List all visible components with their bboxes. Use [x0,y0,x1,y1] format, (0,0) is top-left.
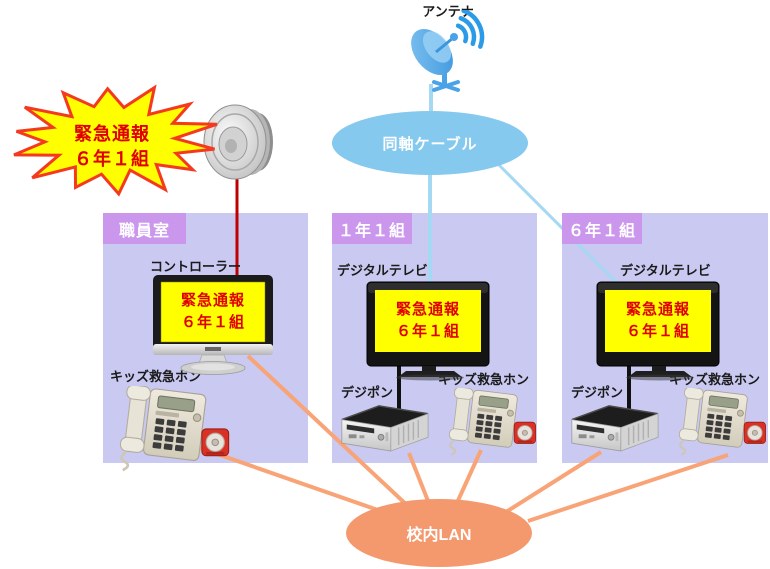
screen-alert-controller: 緊急通報 ６年１組 [161,282,265,342]
lan-wires [199,354,729,523]
school-lan-node: 校内LAN [346,499,532,567]
room-label-text: ６年１組 [567,222,636,240]
starburst-icon [13,84,218,197]
digital-tv-label-1: デジタルテレビ [337,263,428,278]
kids-phone-label-2: キッズ救急ホン [438,372,530,387]
coax-cable-node: 同軸ケーブル [332,111,528,175]
room-label-grade1: １年１組 [332,213,412,244]
coax-line-tv2 [495,161,628,294]
digipon-icon-2 [564,394,662,457]
starburst-text: 緊急通報 ６年１組 [28,122,196,172]
kids-phone-label-3: キッズ救急ホン [669,372,761,387]
starburst-line2: ６年１組 [74,149,150,170]
controller-label: コントローラー [150,259,242,274]
school-lan-label: 校内LAN [406,527,472,544]
alert-line1: 緊急通報 [180,291,245,309]
alert-line2: ６年１組 [625,323,690,340]
digital-tv-label-2: デジタルテレビ [620,263,711,278]
room-label-staff: 職員室 [103,213,186,244]
lan-line-phone3 [527,453,729,523]
lan-line-controller [246,354,412,510]
alert-line1: 緊急通報 [625,300,690,318]
kids-phone-label-1: キッズ救急ホン [110,369,202,384]
kids-phone-icon-1 [114,386,234,474]
antenna-label: アンテナ [422,4,474,19]
alert-line1: 緊急通報 [395,300,460,318]
kids-phone-icon-3 [674,388,770,458]
lan-line-digipon2 [504,450,603,514]
screen-alert-tv1: 緊急通報 ６年１組 [375,290,481,352]
room-label-text: 職員室 [118,222,170,240]
alert-line2: ６年１組 [395,323,460,340]
room-label-text: １年１組 [337,222,406,240]
alert-line2: ６年１組 [180,314,245,331]
room-label-grade6: ６年１組 [562,213,642,244]
digipon-label-1: デジポン [341,385,394,400]
screen-alert-tv2: 緊急通報 ６年１組 [605,290,711,352]
kids-phone-icon-2 [444,388,540,458]
digipon-label-2: デジポン [571,385,624,400]
antenna-icon [396,10,496,94]
digipon-icon-1 [334,394,432,457]
lan-line-digipon1 [407,452,432,507]
lan-line-phone2 [454,449,483,506]
lan-line-phone1 [199,446,396,518]
tv-stb-wires [397,360,631,412]
coax-cable-label: 同軸ケーブル [382,135,478,153]
starburst-line1: 緊急通報 [74,124,150,144]
